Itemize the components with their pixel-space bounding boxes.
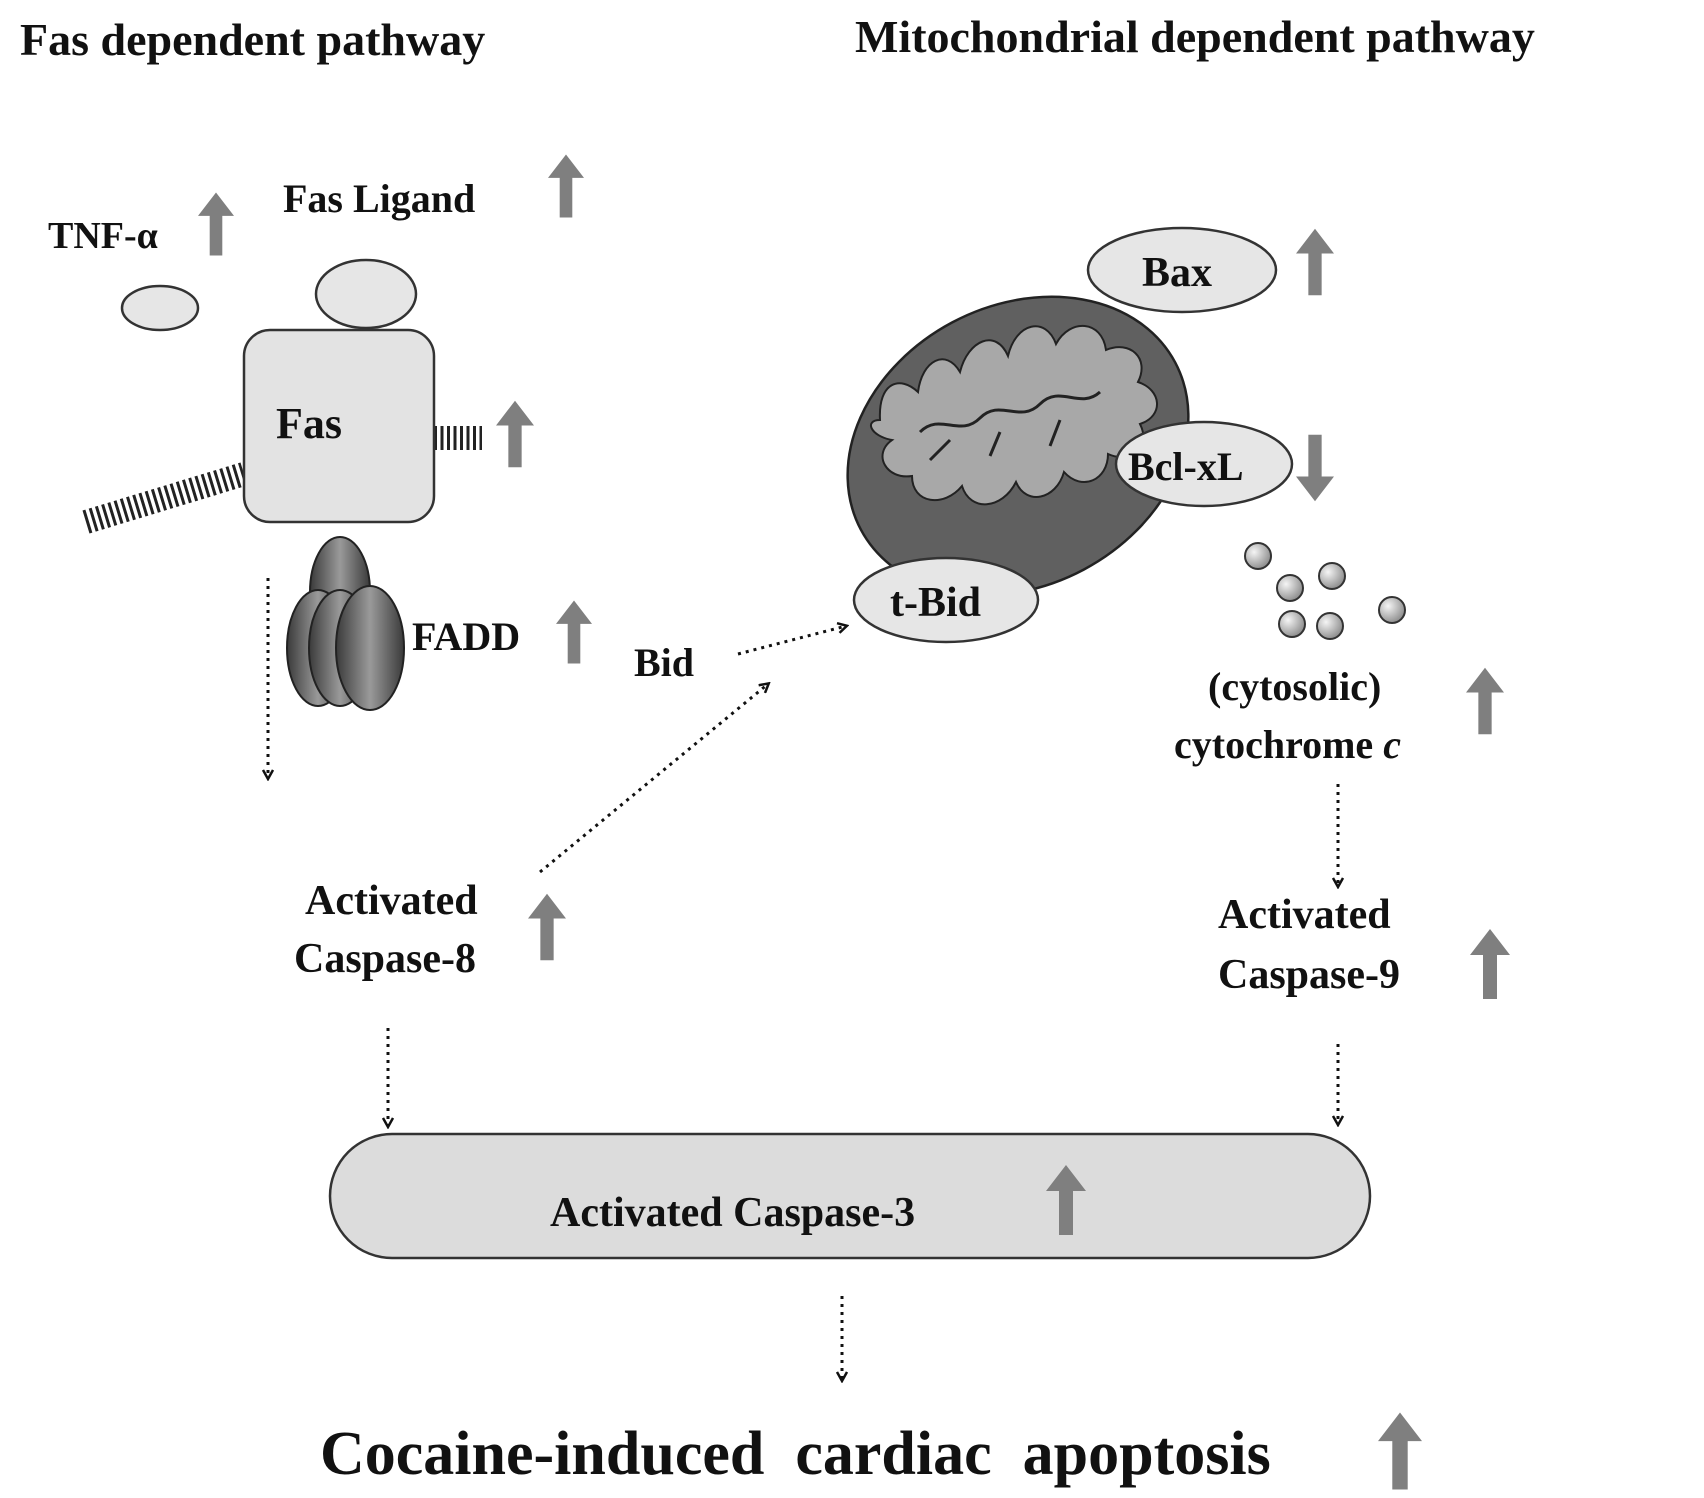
fas-label: Fas <box>276 399 342 448</box>
bclxl-down-arrow-icon <box>1296 434 1334 502</box>
caspase9-up-arrow-icon <box>1470 929 1510 999</box>
cytochrome-up-arrow-icon <box>1466 667 1504 735</box>
bax-up-arrow-icon <box>1296 228 1334 296</box>
fas-receptor <box>242 328 436 524</box>
cytochrome-label-line2: cytochrome c <box>1174 722 1401 767</box>
bclxl-protein <box>1114 420 1294 508</box>
cytochrome-label-main: cytochrome <box>1174 722 1383 767</box>
fadd-protein <box>286 536 405 711</box>
caspase3-node <box>328 1132 1372 1260</box>
cytochrome-c-molecules <box>1244 542 1406 640</box>
caspase8-label-line1: Activated <box>305 878 478 924</box>
fadd-label: FADD <box>412 614 520 659</box>
caspase3-label: Activated Caspase-3 <box>550 1190 915 1236</box>
fas-pathway-header: Fas dependent pathway <box>20 14 485 65</box>
bid-label: Bid <box>634 640 694 685</box>
fas-up-arrow-icon <box>496 400 534 468</box>
caspase9-label-line2: Caspase-9 <box>1218 952 1400 998</box>
bax-label: Bax <box>1142 250 1212 296</box>
mito-pathway-header: Mitochondrial dependent pathway <box>855 11 1535 62</box>
fadd-up-arrow-icon <box>556 600 592 664</box>
caspase8-label-line2: Caspase-8 <box>294 936 476 982</box>
fas-ligand-molecule <box>314 258 418 330</box>
bid-to-tbid-arrow <box>737 626 846 656</box>
tnf-up-arrow-icon <box>198 192 234 256</box>
cytochrome-label-italic: c <box>1383 722 1401 767</box>
bax-protein <box>1086 226 1278 314</box>
tnf-label: TNF-α <box>48 215 158 257</box>
tbid-label: t-Bid <box>890 580 981 626</box>
caspase8-up-arrow-icon <box>528 893 566 961</box>
fas-ligand-up-arrow-icon <box>548 154 584 218</box>
apoptosis-up-arrow-icon <box>1378 1412 1422 1490</box>
tnf-alpha-molecule <box>120 284 200 332</box>
caspase8-to-bid-arrow <box>539 684 768 874</box>
mitochondrion <box>846 295 1190 597</box>
cytochrome-label-line1: (cytosolic) <box>1208 664 1381 709</box>
membrane-hatch-left <box>82 462 248 534</box>
apoptosis-outcome-label: Cocaine-induced cardiac apoptosis <box>320 1420 1271 1488</box>
bclxl-label: Bcl-xL <box>1128 444 1244 489</box>
tbid-protein <box>852 556 1040 644</box>
fas-ligand-label: Fas Ligand <box>283 176 475 221</box>
caspase9-label-line1: Activated <box>1218 892 1391 938</box>
